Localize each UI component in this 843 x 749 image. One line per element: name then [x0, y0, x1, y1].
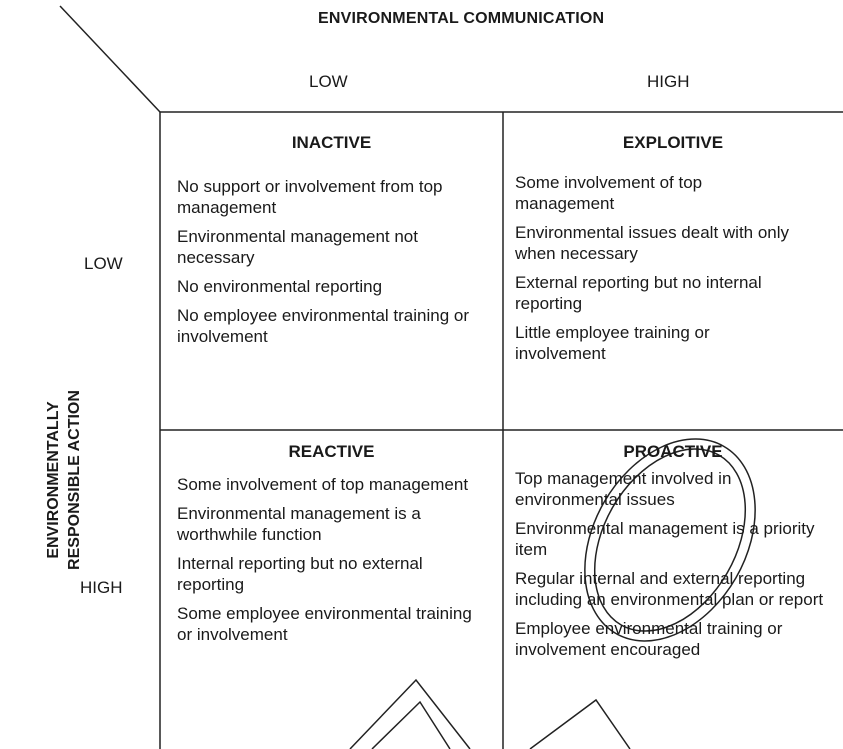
list-item: No support or involvement from top manag…: [177, 177, 443, 217]
list-item: Environmental management is a worthwhile…: [177, 504, 421, 544]
quadrant-inactive-list: No support or involvement from top manag…: [177, 176, 477, 355]
quadrant-proactive-list: Top management involved in environmental…: [515, 468, 840, 668]
list-item: Environmental management not necessary: [177, 227, 418, 267]
list-item: No employee environmental training or in…: [177, 306, 469, 346]
list-item: External reporting but no internal repor…: [515, 273, 762, 313]
list-item: Internal reporting but no external repor…: [177, 554, 423, 594]
list-item: No environmental reporting: [177, 277, 383, 296]
corner-diagonal-line: [59, 5, 161, 113]
quadrant-proactive-title: PROACTIVE: [623, 442, 723, 461]
list-item: Environmental issues dealt with only whe…: [515, 223, 790, 263]
list-item: Little employee training or involvement: [515, 323, 710, 363]
list-item: Top management involved in environmental…: [515, 469, 732, 509]
quadrant-exploitive-list: Some involvement of top management Envir…: [515, 172, 790, 372]
quadrant-exploitive-title: EXPLOITIVE: [622, 133, 724, 152]
top-axis-low-label: LOW: [309, 72, 348, 91]
left-axis-high-label: HIGH: [80, 578, 123, 597]
quadrant-inactive-title: INACTIVE: [291, 133, 372, 152]
list-item: Some involvement of top management: [177, 475, 469, 494]
list-item: Some employee environmental training or …: [177, 604, 472, 644]
top-axis-title: ENVIRONMENTAL COMMUNICATION: [318, 10, 605, 27]
quadrant-reactive-title: REACTIVE: [288, 442, 375, 461]
list-item: Environmental management is a priority i…: [515, 519, 815, 559]
watermark-stroke-right: [529, 698, 631, 749]
left-axis-title-line2: RESPONSIBLE ACTION: [66, 390, 83, 570]
watermark-outline: [349, 438, 756, 749]
list-item: Employee environmental training or invol…: [515, 619, 783, 659]
list-item: Regular internal and external reporting …: [515, 569, 824, 609]
watermark-stroke-left: [349, 678, 471, 749]
watermark-stroke-left-inner: [371, 700, 451, 749]
left-axis-title-line1: ENVIRONMENTALLY: [45, 401, 62, 559]
quadrant-reactive-list: Some involvement of top management Envir…: [177, 474, 477, 653]
left-axis-low-label: LOW: [84, 254, 123, 273]
watermark-oval-outer: [584, 438, 756, 642]
top-axis-high-label: HIGH: [647, 72, 690, 91]
list-item: Some involvement of top management: [515, 173, 703, 213]
watermark-oval-inner: [593, 448, 747, 632]
